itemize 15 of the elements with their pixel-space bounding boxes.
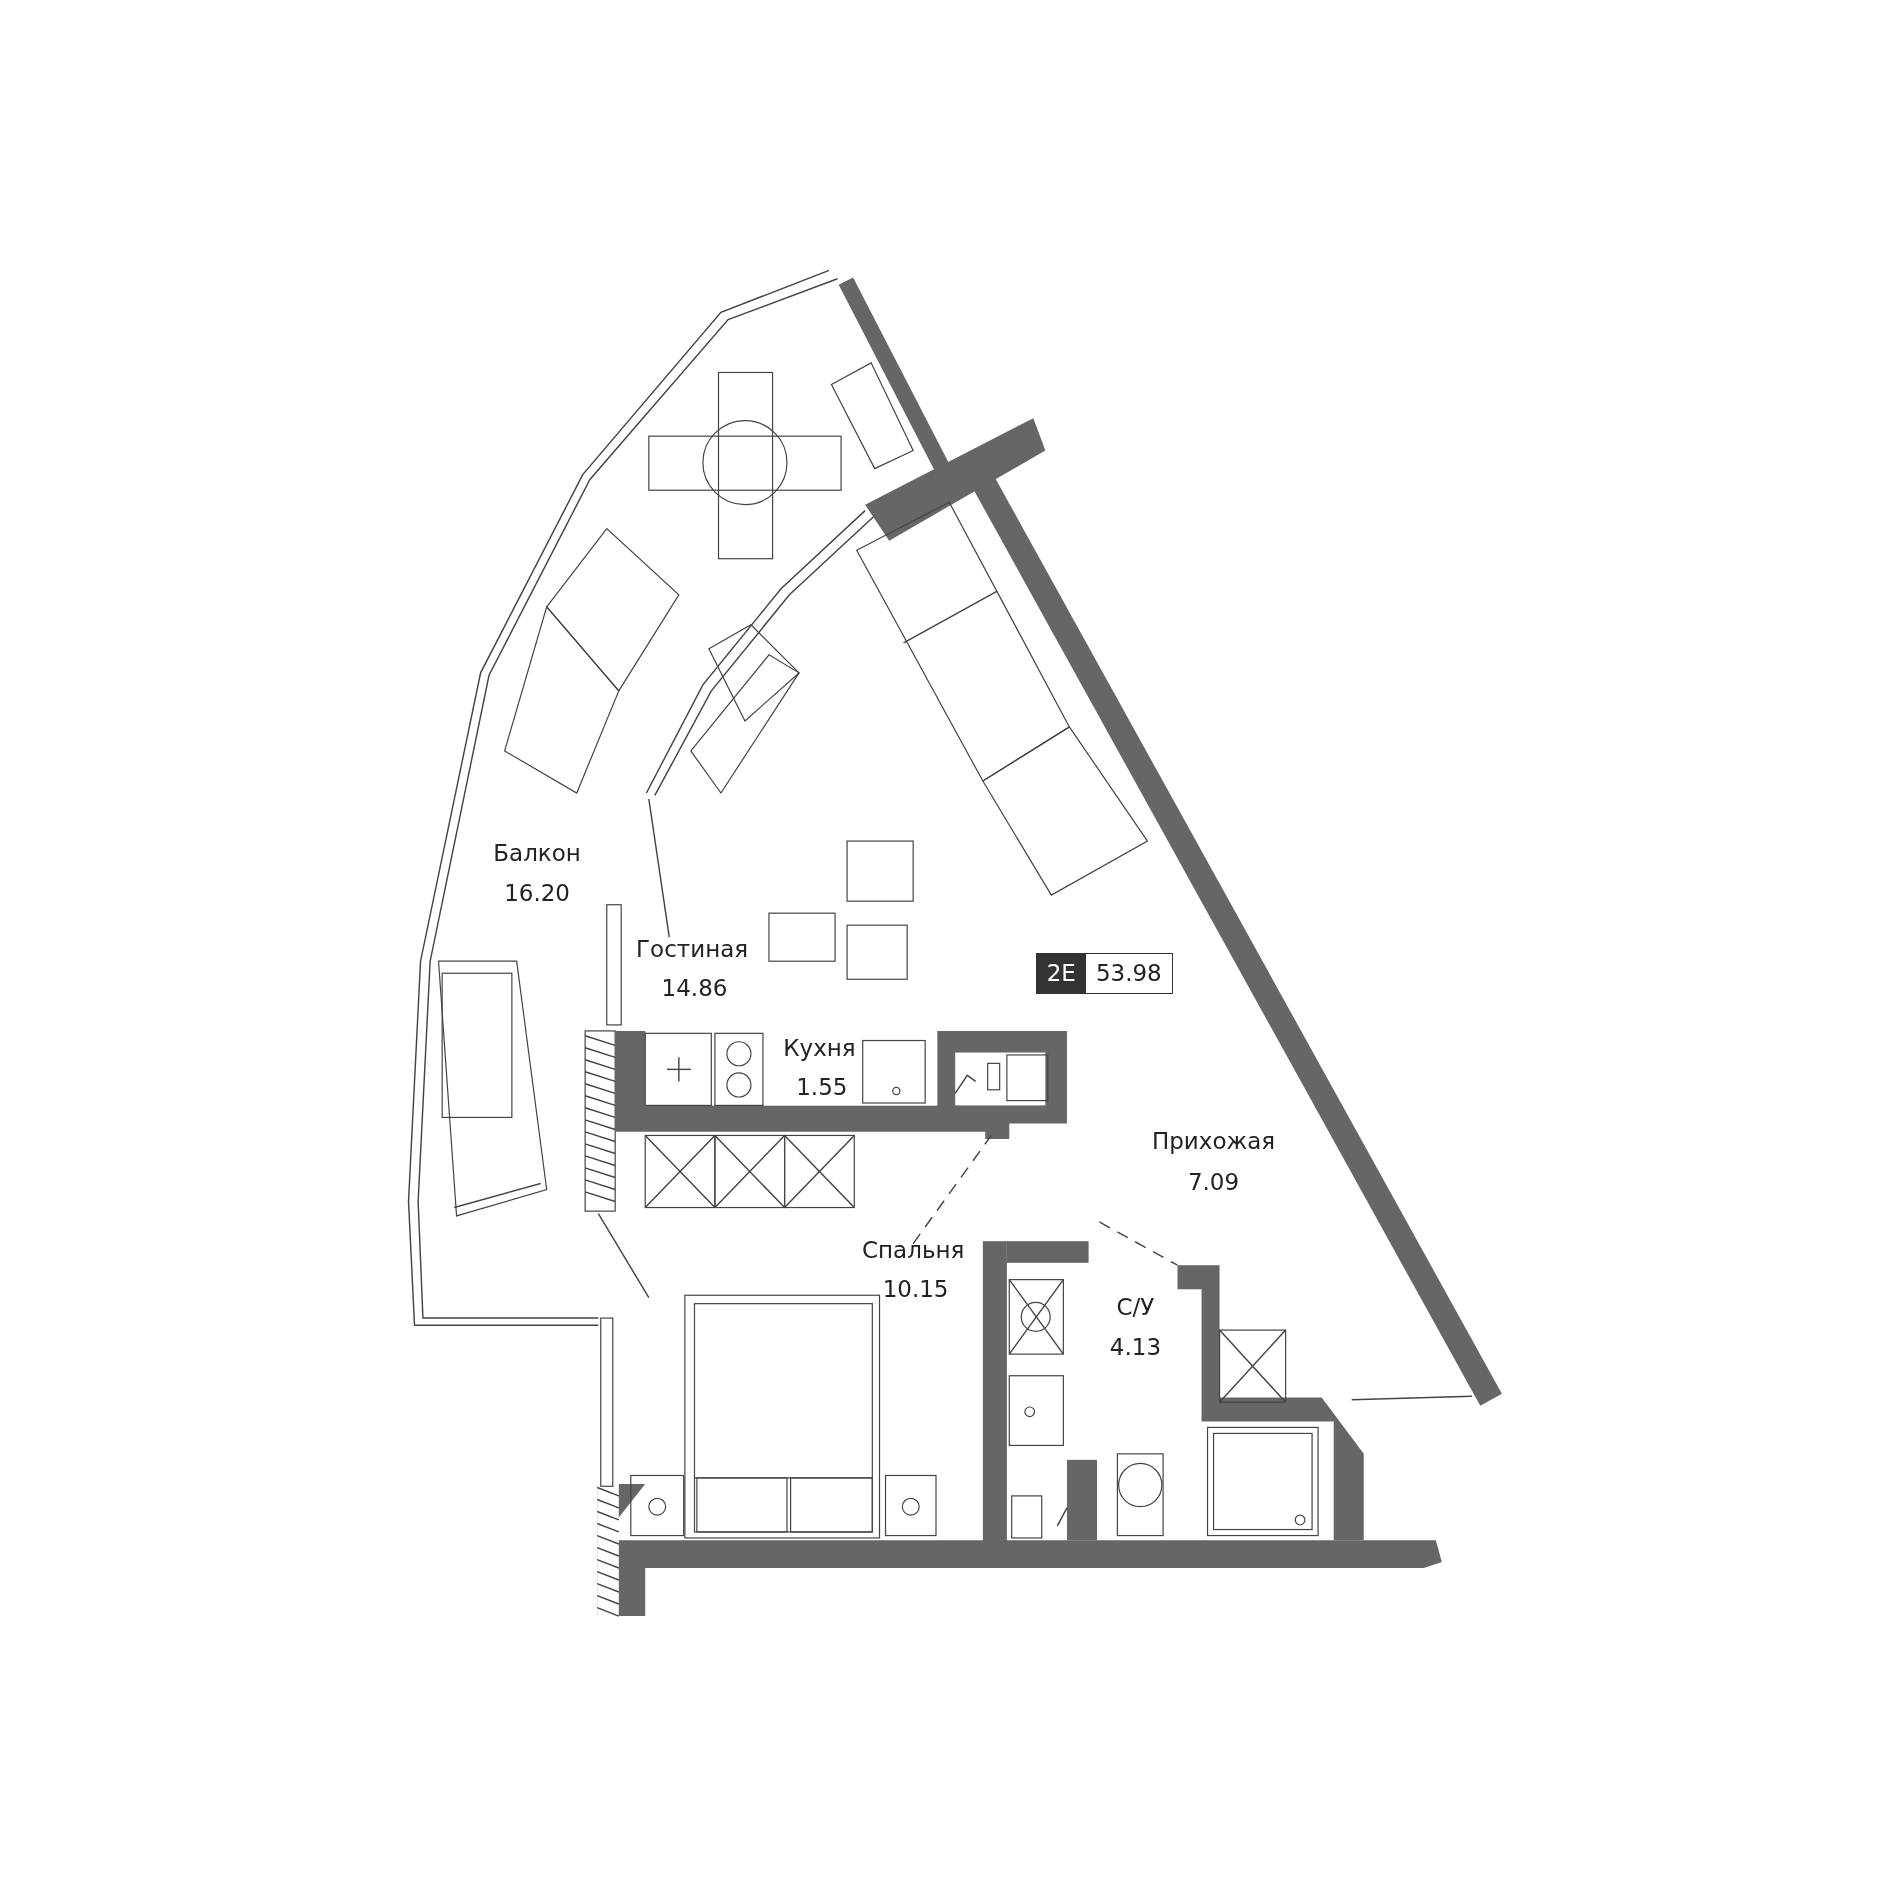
room-area: 1.55 [796, 1075, 848, 1099]
room-area: 10.15 [882, 1277, 949, 1301]
room-name: Балкон [493, 841, 581, 865]
apartment-type-label: 2E [1036, 953, 1086, 993]
room-name: С/У [1116, 1295, 1155, 1319]
room-area: 16.20 [504, 881, 570, 905]
room-name: Кухня [783, 1036, 856, 1060]
room-name: Спальня [862, 1238, 965, 1262]
room-area: 7.09 [1187, 1170, 1240, 1194]
room-area: 4.13 [1109, 1335, 1162, 1359]
room-name: Гостиная [636, 937, 749, 961]
total-area-label: 53.98 [1094, 958, 1163, 988]
room-name: Прихожая [1151, 1129, 1276, 1153]
room-area: 14.86 [661, 976, 728, 1000]
apartment-badge [1035, 952, 1173, 994]
